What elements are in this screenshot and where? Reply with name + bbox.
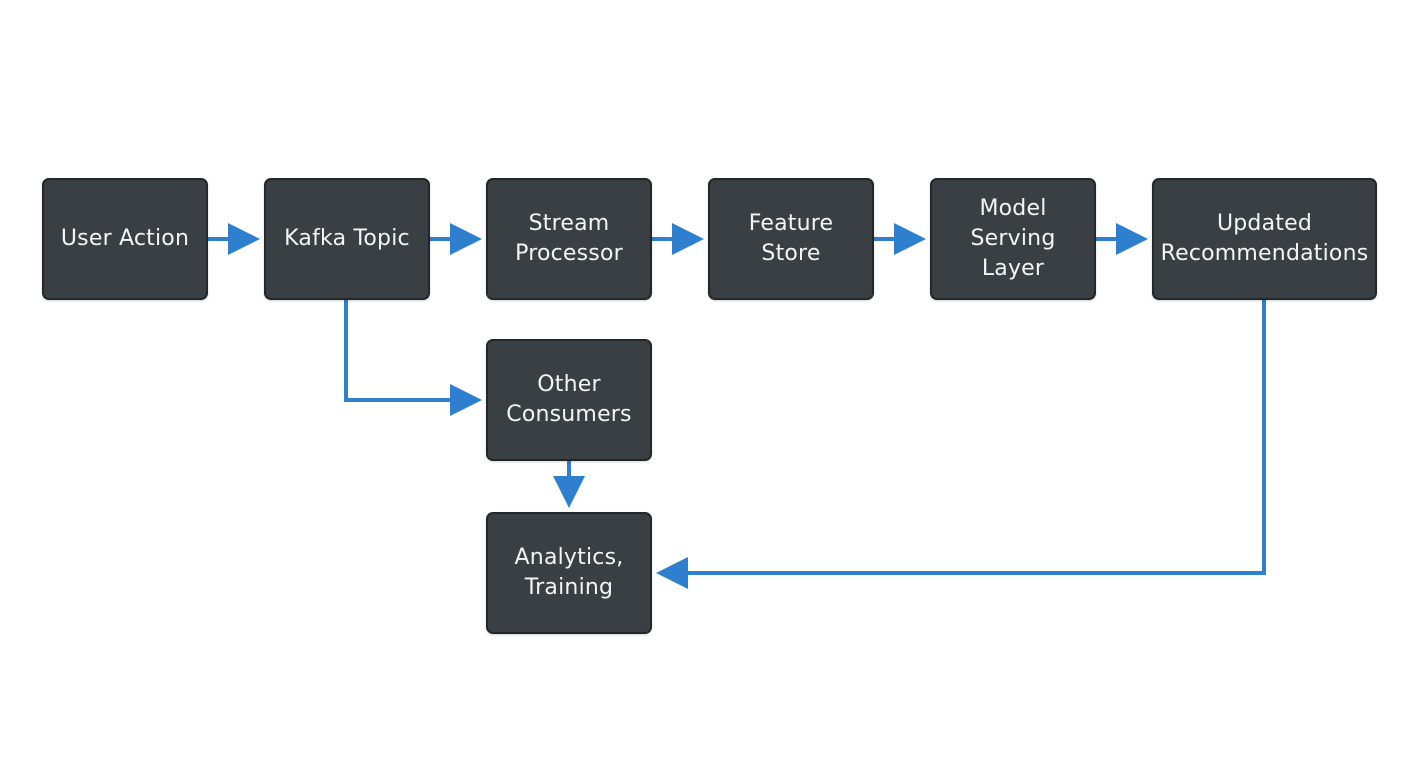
node-stream-processor: Stream Processor [486, 178, 652, 300]
node-label: Stream Processor [515, 211, 623, 266]
node-feature-store: Feature Store [708, 178, 874, 300]
node-model-serving-layer: Model Serving Layer [930, 178, 1096, 300]
node-label: Other Consumers [506, 372, 632, 427]
node-label: Analytics, Training [514, 545, 624, 600]
node-other-consumers: Other Consumers [486, 339, 652, 461]
edge-kafka-topic-to-other-consumers [344, 300, 482, 416]
node-label: Kafka Topic [284, 226, 410, 251]
node-label: User Action [60, 226, 190, 251]
node-label: Model Serving Layer [970, 196, 1056, 281]
node-updated-recommendations: Updated Recommendations [1152, 178, 1377, 300]
edge-updated-recommendations-to-analytics [656, 300, 1266, 589]
node-kafka-topic: Kafka Topic [264, 178, 430, 300]
node-label: Updated Recommendations [1160, 211, 1369, 266]
node-user-action: User Action [42, 178, 208, 300]
node-analytics-training: Analytics, Training [486, 512, 652, 634]
node-label: Feature Store [748, 211, 834, 266]
